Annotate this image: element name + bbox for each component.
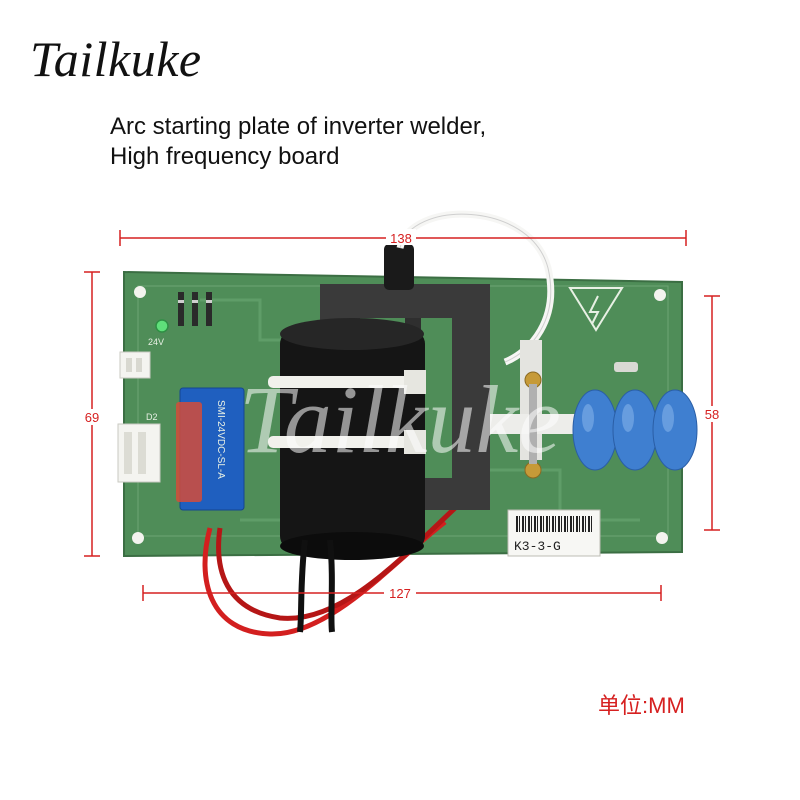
- watermark: Tailkuke: [239, 366, 561, 473]
- cable-tie: [268, 376, 418, 388]
- hv-coil: [268, 318, 426, 560]
- dimension-right-value: 58: [705, 407, 719, 422]
- product-description: Arc starting plate of inverter welder, H…: [110, 112, 486, 172]
- relay: SMI-24VDC-SL-A: [176, 387, 245, 511]
- unit-label: 单位:MM: [598, 693, 685, 718]
- diode-array: [178, 292, 212, 326]
- black-wire: [297, 539, 308, 633]
- hv-lead: [384, 244, 414, 290]
- connector-small: [119, 351, 151, 379]
- dimension-top: 138: [119, 229, 687, 246]
- small-component: [614, 362, 638, 372]
- dimension-bottom-value: 127: [389, 586, 411, 601]
- dimension-left-value: 69: [85, 410, 99, 425]
- relay-part-number: SMI-24VDC-SL-A: [215, 400, 226, 479]
- dimension-left: 69: [80, 271, 104, 557]
- hv-warning-icon: [568, 287, 624, 332]
- spark-gap: [490, 340, 580, 479]
- barcode-label: K3-3-G: [507, 509, 601, 557]
- mount-hole: [656, 532, 668, 544]
- led-indicator: [155, 319, 169, 333]
- mount-hole: [132, 532, 144, 544]
- silk-24v: 24V: [148, 337, 164, 347]
- brand-logo: Tailkuke: [30, 31, 202, 87]
- cable-tie: [268, 436, 418, 448]
- mount-hole: [134, 286, 146, 298]
- dimension-bottom: 127: [142, 584, 662, 601]
- mount-hole: [654, 289, 666, 301]
- silk-d2: D2: [146, 412, 158, 422]
- board-code: K3-3-G: [514, 539, 561, 554]
- black-wire: [327, 539, 335, 633]
- description-line-2: High frequency board: [110, 143, 340, 170]
- connector-large: [117, 423, 161, 483]
- description-line-1: Arc starting plate of inverter welder,: [110, 113, 487, 140]
- dimension-top-value: 138: [390, 231, 412, 246]
- capacitor-bank: [572, 389, 698, 471]
- dimension-right: 58: [700, 295, 724, 531]
